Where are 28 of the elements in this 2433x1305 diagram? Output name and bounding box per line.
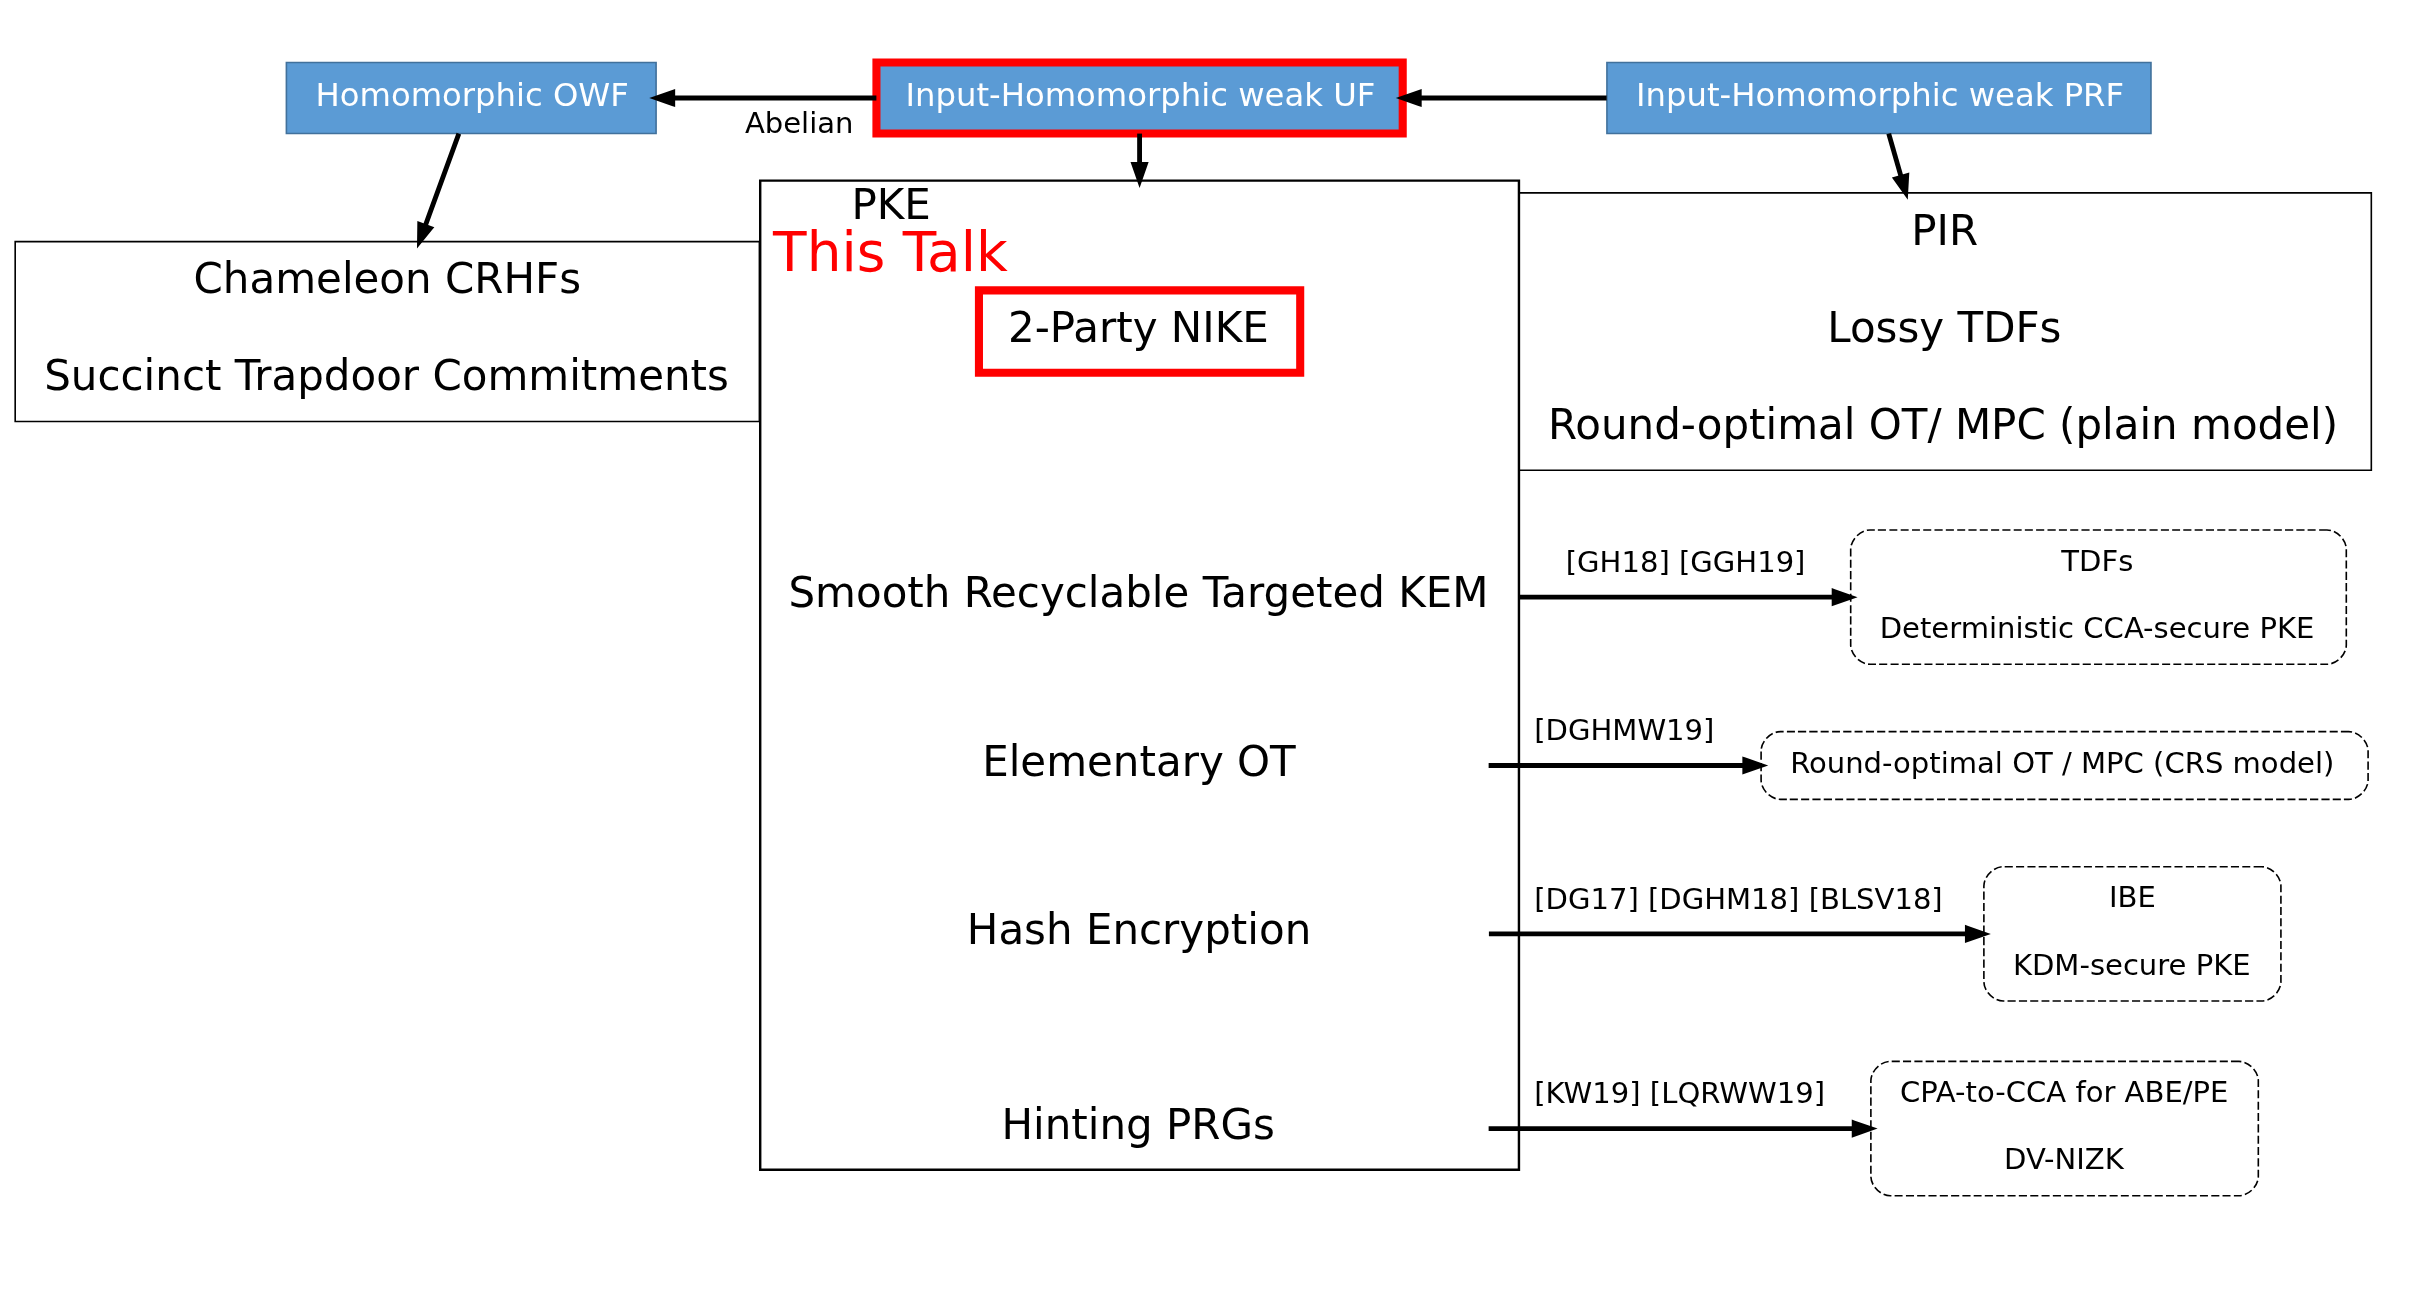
arrow [1488,924,1991,943]
edge-label: Abelian [744,105,854,140]
node-text: Hinting PRGs [1001,1099,1275,1149]
arrow [1519,588,1858,607]
node-box: Chameleon CRHFs Succinct Trapdoor Commitments [14,240,761,423]
arrow [1488,1119,1878,1138]
edge-label: [KW19] [LQRWW19] [1534,1076,1825,1111]
node-box: 2-Party NIKE [974,286,1305,377]
node-box: PIR Lossy TDFs Round-optimal OT/ MPC (plain model) [1518,192,2373,472]
arrow [1488,756,1769,775]
arrow [417,132,462,249]
node-box: IBE KDM-secure PKE [1983,865,2282,1002]
arrow [1886,132,1910,200]
edge-label: [DGHMW19] [1534,713,1715,748]
node-box: Input-Homomorphic weak PRF [1606,61,2152,135]
node-box: Homomorphic OWF [285,61,657,135]
arrow [649,88,877,108]
node-box: Input-Homomorphic weak UF [872,58,1407,138]
edge-label: [GH18] [GGH19] [1565,544,1806,579]
arrow [1130,133,1149,188]
arrow [1395,88,1607,108]
edge-label: [DG17] [DGHM18] [BLSV18] [1534,881,1943,916]
node-text: Hash Encryption [966,905,1312,955]
node-text: Smooth Recyclable Targeted KEM [788,568,1489,618]
node-box: CPA-to-CCA for ABE/PE DV-NIZK [1870,1060,2260,1197]
node-text: Elementary OT [982,736,1296,786]
node-box: TDFs Deterministic CCA-secure PKE [1849,529,2348,666]
node-box: Round-optimal OT / MPC (CRS model) [1760,730,2369,801]
